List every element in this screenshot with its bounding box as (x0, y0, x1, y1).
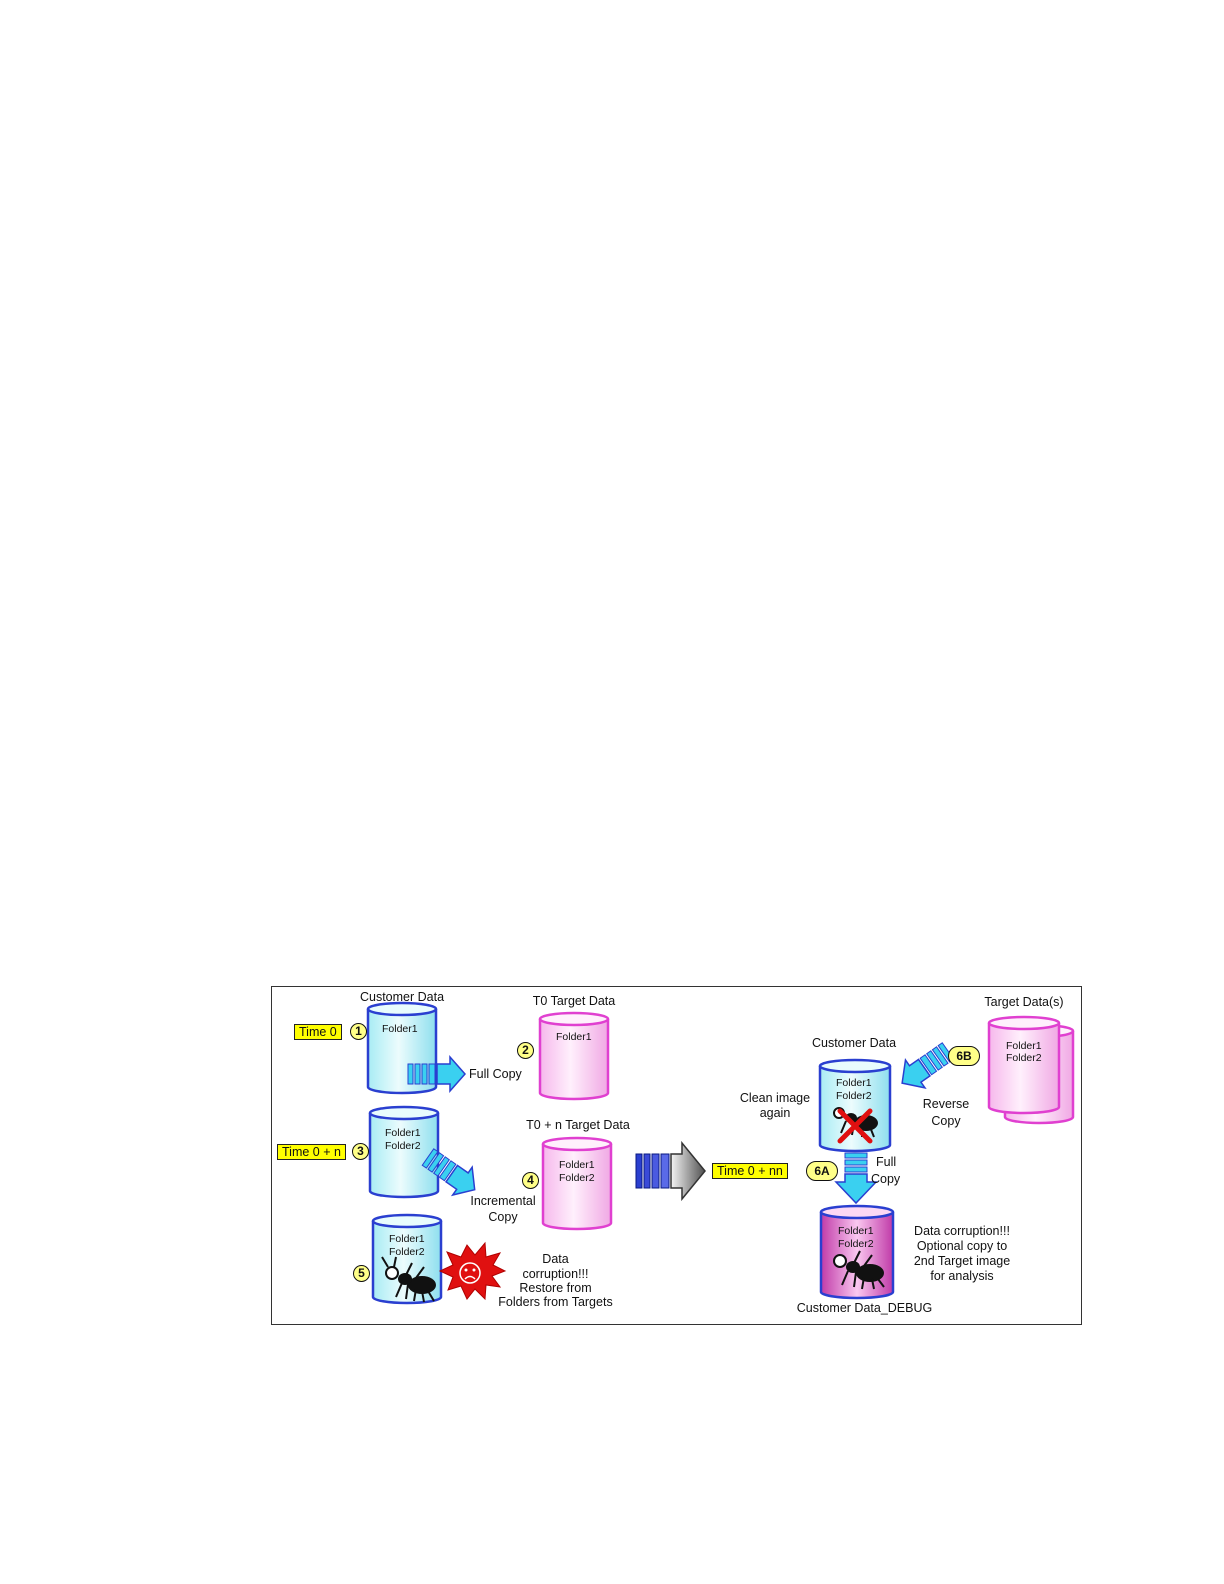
burst-icon (438, 1241, 507, 1301)
corruption-note-right-2: Optional copy to (916, 1239, 1008, 1253)
tn-target-data-label: T0 + n Target Data (526, 1118, 630, 1132)
full-copy-down-label-1: Full (876, 1155, 897, 1169)
full-copy-down-label-2: Copy (871, 1172, 901, 1186)
folder1-text-c3: Folder1 (385, 1127, 421, 1139)
bug-icon-debug (833, 1250, 885, 1290)
incremental-copy-label-1: Incremental (470, 1194, 536, 1208)
corruption-note-right-3: 2nd Target image (913, 1254, 1011, 1268)
full-copy-down-arrow (834, 1152, 878, 1205)
customer-data-cylinder-tn (368, 1105, 440, 1199)
target-datas-label: Target Data(s) (984, 995, 1064, 1009)
step-4-badge: 4 (522, 1172, 539, 1189)
clean-image-note-2: again (759, 1106, 791, 1120)
folder2-text-clean: Folder2 (836, 1090, 872, 1102)
customer-data-right-label: Customer Data (811, 1036, 897, 1050)
folder2-text-debug: Folder2 (838, 1238, 874, 1250)
incremental-copy-arrow (421, 1148, 476, 1197)
corruption-note-left-3: Restore from (519, 1281, 592, 1295)
step-2-badge: 2 (517, 1042, 534, 1059)
bug-icon-left (381, 1256, 436, 1303)
corruption-note-left-1: Data (542, 1252, 569, 1266)
folder1-text-c4: Folder1 (559, 1159, 595, 1171)
corruption-note-left-4: Folders from Targets (498, 1295, 613, 1309)
corruption-note-right-1: Data corruption!!! (914, 1224, 1010, 1238)
cross-mark-icon (837, 1108, 873, 1144)
clean-image-note-1: Clean image (739, 1091, 811, 1105)
folder1-text-c5: Folder1 (389, 1233, 425, 1245)
folder1-text-target: Folder1 (1006, 1040, 1042, 1052)
reverse-copy-arrow (901, 1042, 955, 1089)
incremental-copy-label-2: Copy (488, 1210, 518, 1224)
corruption-note-left-2: corruption!!! (522, 1267, 589, 1281)
customer-data-debug-label: Customer Data_DEBUG (796, 1301, 933, 1315)
folder1-text-c1: Folder1 (382, 1023, 418, 1035)
customer-data-label: Customer Data (359, 990, 445, 1004)
reverse-copy-label-1: Reverse (922, 1097, 970, 1111)
folder2-text-c5: Folder2 (389, 1246, 425, 1258)
folder1-text-debug: Folder1 (838, 1225, 874, 1237)
step-5-badge: 5 (353, 1265, 370, 1282)
full-copy-arrow (407, 1055, 467, 1093)
full-copy-label: Full Copy (469, 1067, 522, 1081)
folder2-text-target: Folder2 (1006, 1052, 1042, 1064)
diagram-canvas (366, 1001, 1075, 1305)
folder1-text-clean: Folder1 (836, 1077, 872, 1089)
tn-target-data-cylinder (541, 1136, 613, 1231)
time-0-n-tag: Time 0 + n (277, 1144, 346, 1160)
customer-data-cylinder-clean (818, 1058, 892, 1153)
target-datas-cylinders (987, 1015, 1075, 1125)
transition-arrow (635, 1140, 706, 1202)
folder1-text-c2: Folder1 (556, 1031, 592, 1043)
step-6b-badge: 6B (948, 1046, 980, 1066)
corruption-note-right-4: for analysis (930, 1269, 994, 1283)
time-0-tag: Time 0 (294, 1024, 342, 1040)
t0-target-data-label: T0 Target Data (532, 994, 616, 1008)
step-6a-badge: 6A (806, 1161, 838, 1181)
step-3-badge: 3 (352, 1143, 369, 1160)
folder2-text-c4: Folder2 (559, 1172, 595, 1184)
time-0-nn-tag: Time 0 + nn (712, 1163, 788, 1179)
diagram-figure: Customer Data T0 Target Data T0 + n Targ… (271, 986, 1082, 1325)
folder2-text-c3: Folder2 (385, 1140, 421, 1152)
t0-target-data-cylinder (538, 1011, 610, 1101)
reverse-copy-label-2: Copy (931, 1114, 961, 1128)
step-1-badge: 1 (350, 1023, 367, 1040)
